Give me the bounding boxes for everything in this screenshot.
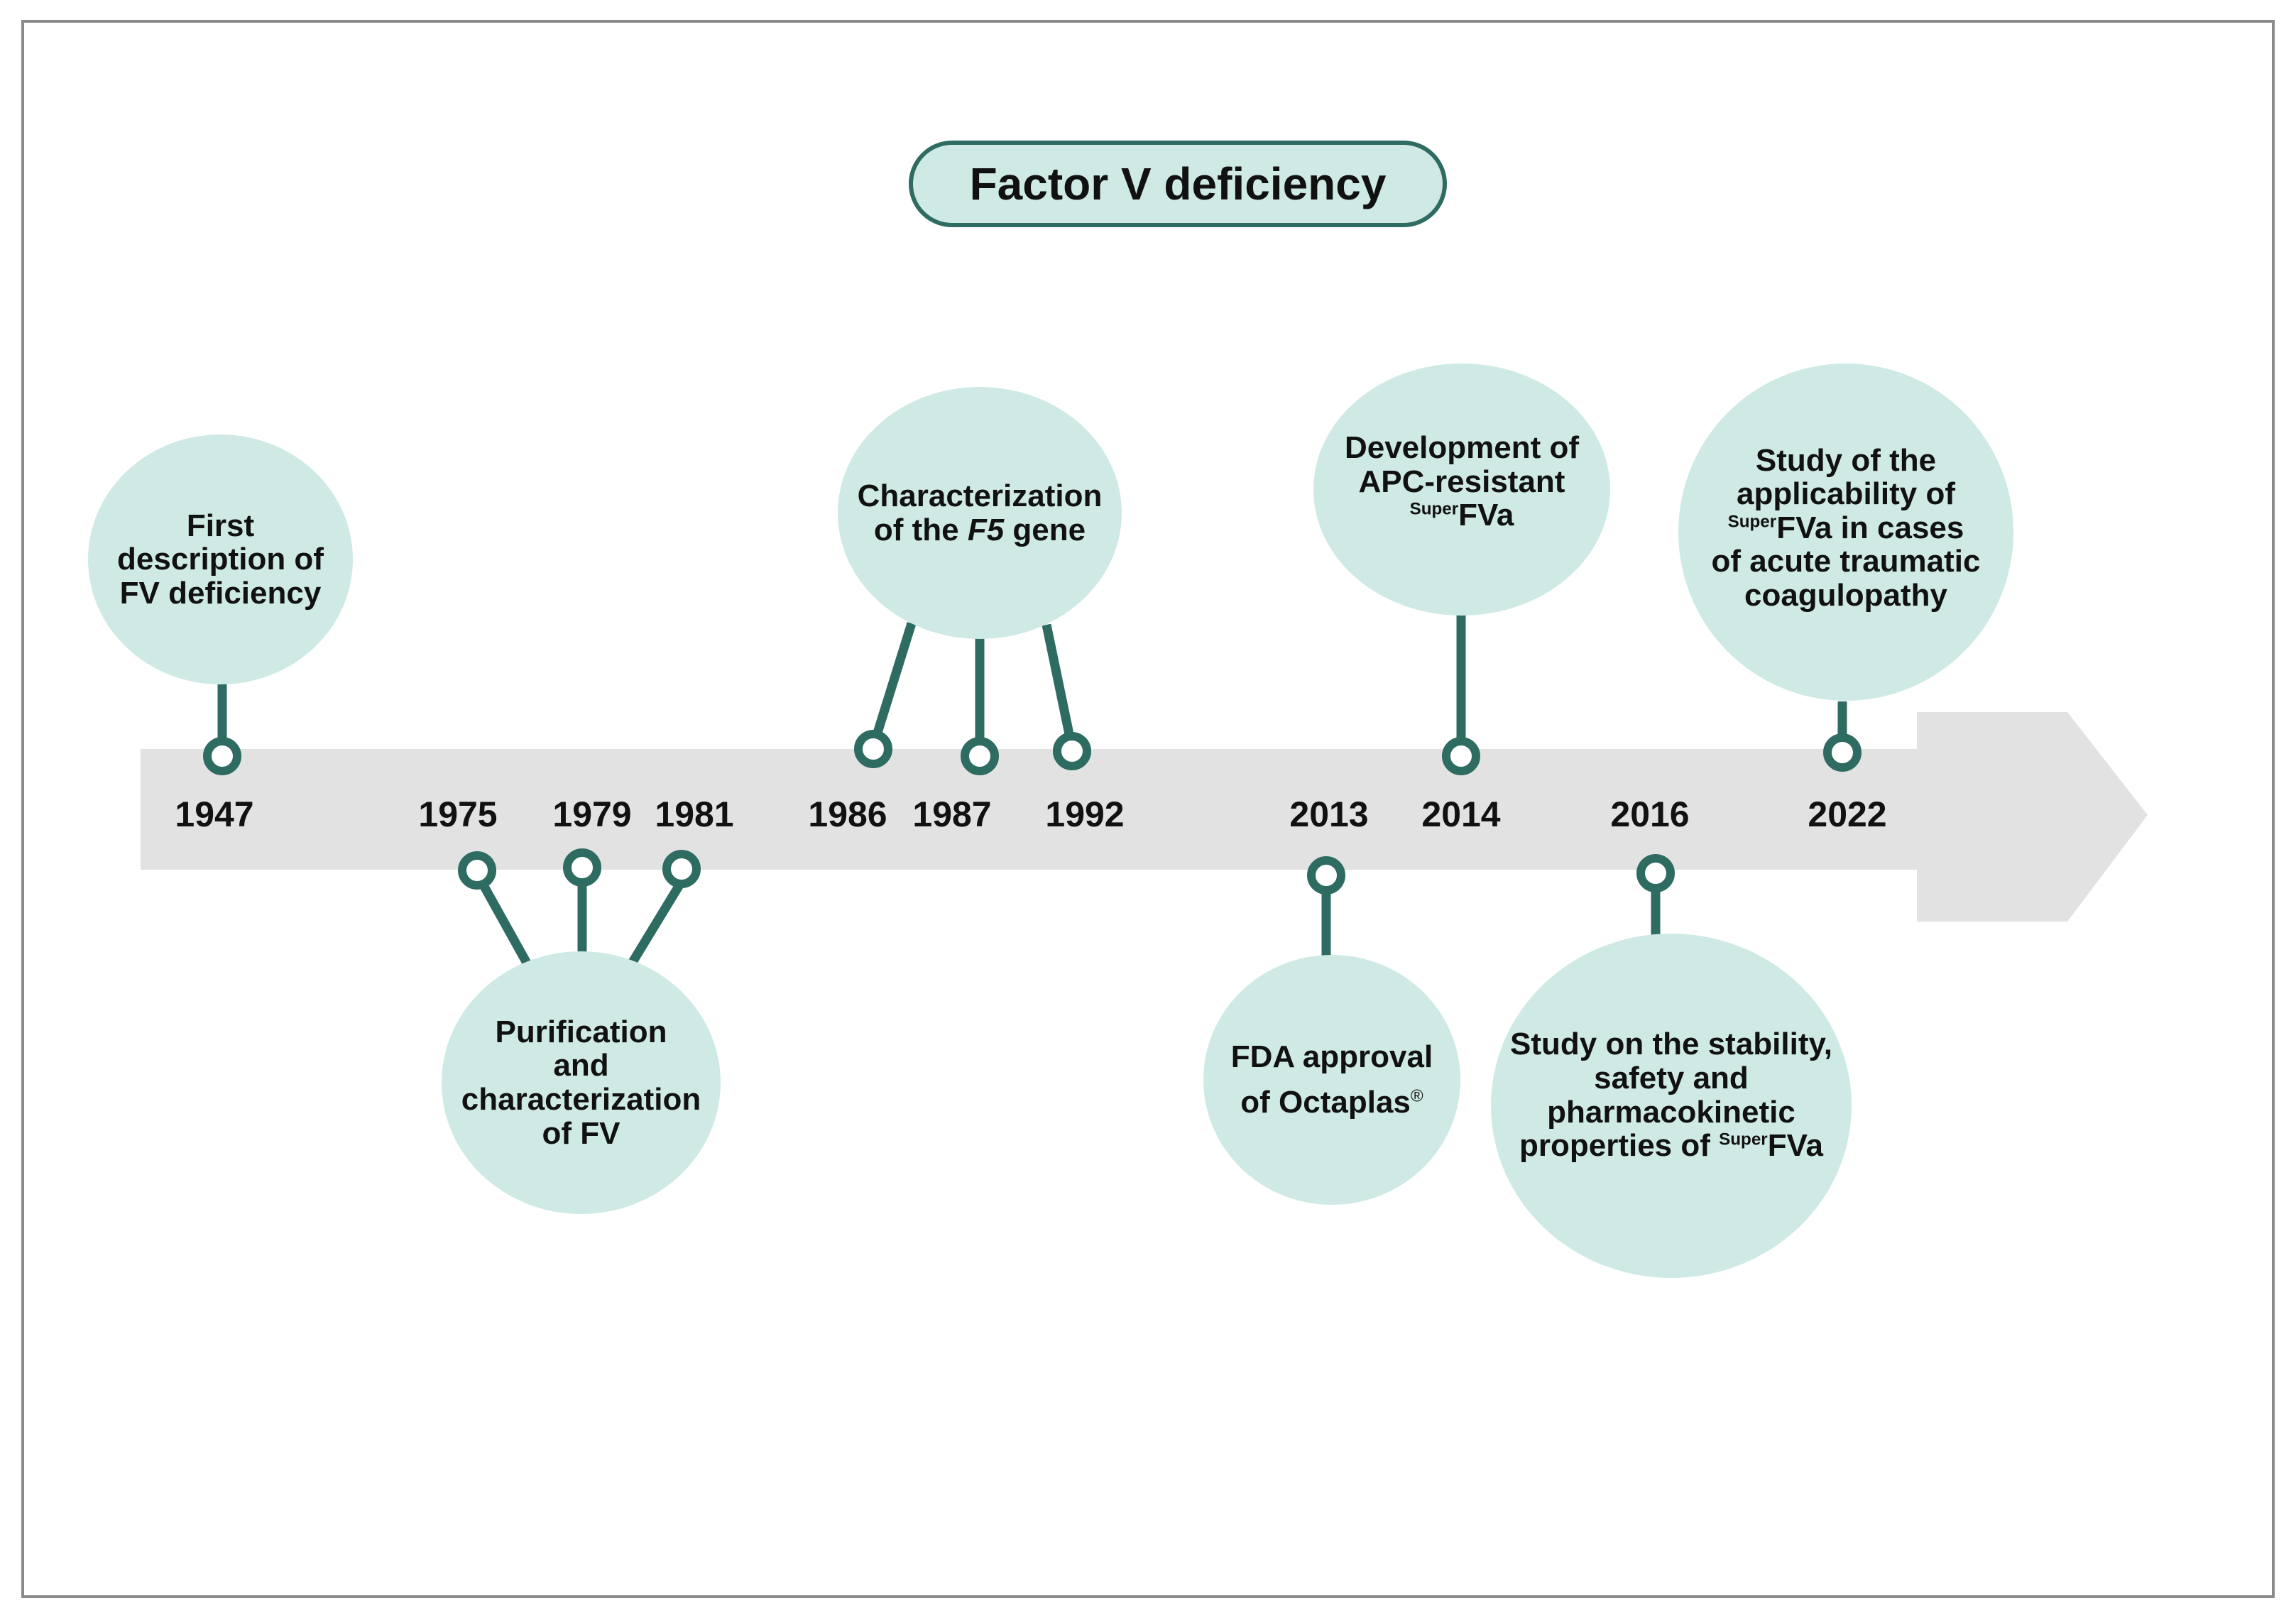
year-label-2013: 2013 bbox=[1289, 794, 1369, 834]
event-bubble-f5-gene: Characterization of the F5 gene bbox=[838, 387, 1122, 639]
event-bubble-fda-approval: FDA approval of Octaplas® bbox=[1203, 955, 1460, 1205]
year-label-1981: 1981 bbox=[655, 794, 734, 834]
year-label-1979: 1979 bbox=[552, 794, 632, 834]
node-2014 bbox=[1442, 737, 1480, 775]
node-1981 bbox=[662, 850, 701, 888]
node-1992 bbox=[1053, 732, 1091, 770]
title-pill: Factor V deficiency bbox=[909, 141, 1447, 227]
year-label-1987: 1987 bbox=[912, 794, 992, 834]
node-1987 bbox=[961, 737, 999, 775]
node-2022 bbox=[1823, 733, 1862, 772]
node-1975 bbox=[458, 851, 496, 890]
event-bubble-traumatic-study: Study of the applicability of SuperFVa i… bbox=[1678, 363, 2013, 701]
connector-1986 bbox=[873, 622, 917, 734]
node-2013 bbox=[1307, 856, 1345, 895]
year-label-1992: 1992 bbox=[1045, 794, 1125, 834]
gene-name-italic: F5 bbox=[967, 512, 1005, 547]
event-bubble-stability-study: Study on the stability, safety and pharm… bbox=[1491, 934, 1852, 1278]
event-text-purification: Purification and characterization of FV bbox=[461, 1014, 701, 1151]
event-text-first-description: First description of FV deficiency bbox=[117, 508, 324, 611]
year-label-1947: 1947 bbox=[175, 794, 254, 834]
node-2016 bbox=[1636, 854, 1675, 892]
event-text-apc-resistant: Development of APC-resistant SuperFVa bbox=[1344, 430, 1580, 533]
event-bubble-first-description: First description of FV deficiency bbox=[88, 434, 353, 684]
event-text-traumatic-study: Study of the applicability of SuperFVa i… bbox=[1711, 442, 1981, 613]
node-1947 bbox=[203, 737, 241, 775]
event-bubble-purification: Purification and characterization of FV bbox=[442, 951, 721, 1214]
connector-1981 bbox=[626, 881, 684, 968]
diagram-title: Factor V deficiency bbox=[969, 158, 1387, 209]
event-bubble-apc-resistant: Development of APC-resistant SuperFVa bbox=[1313, 363, 1610, 616]
connector-1992 bbox=[1042, 623, 1074, 736]
node-1979 bbox=[563, 848, 601, 887]
event-text-f5-gene: Characterization of the F5 gene bbox=[857, 478, 1103, 547]
year-label-2016: 2016 bbox=[1610, 794, 1690, 834]
year-label-1975: 1975 bbox=[418, 794, 498, 834]
connector-1975 bbox=[479, 881, 532, 968]
year-label-1986: 1986 bbox=[808, 794, 887, 834]
event-text-fda-approval: FDA approval of Octaplas® bbox=[1230, 1039, 1433, 1120]
node-1986 bbox=[854, 730, 892, 768]
year-label-2014: 2014 bbox=[1421, 794, 1501, 834]
event-text-stability-study: Study on the stability, safety and pharm… bbox=[1510, 1027, 1832, 1164]
registered-mark: ® bbox=[1410, 1086, 1423, 1106]
year-label-2022: 2022 bbox=[1808, 794, 1887, 834]
